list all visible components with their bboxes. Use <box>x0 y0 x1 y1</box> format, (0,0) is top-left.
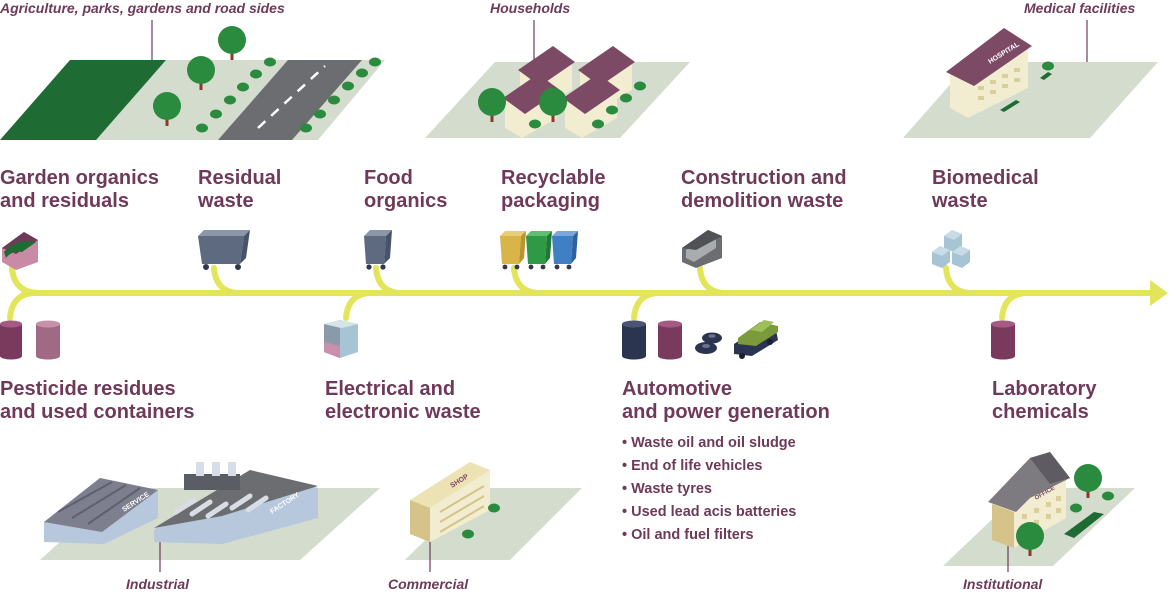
agriculture-scene <box>0 20 385 140</box>
barrel-icon <box>0 320 22 360</box>
category-automotive-power: Automotive and power generation <box>622 378 830 424</box>
box-icon <box>932 230 970 268</box>
category-biomedical-waste: Biomedical waste <box>932 167 1039 213</box>
institutional-scene: OFFICE <box>943 452 1135 572</box>
category-line: Food <box>364 167 413 189</box>
bush-icon <box>369 57 381 67</box>
category-line: Automotive <box>622 378 732 400</box>
timeline-arrowhead <box>1150 280 1168 306</box>
bush-icon <box>488 503 500 513</box>
automotive-items-list: Waste oil and oil sludge End of life veh… <box>622 434 796 549</box>
bush-icon <box>356 68 368 78</box>
tree-icon <box>218 26 246 60</box>
garden-skip-icon <box>2 232 38 270</box>
car-icon <box>734 320 778 359</box>
category-line: Pesticide residues <box>0 378 176 400</box>
source-agriculture: Agriculture, parks, gardens and road sid… <box>0 0 285 16</box>
bush-icon <box>634 81 646 91</box>
bush-icon <box>264 57 276 67</box>
bush-icon <box>592 119 604 129</box>
bush-icon <box>210 109 222 119</box>
bin-icon <box>198 230 250 270</box>
list-item: Waste tyres <box>622 480 796 503</box>
commercial-scene: SHOP <box>405 462 582 572</box>
factory-icon: SERVICE <box>44 478 158 544</box>
list-item: Used lead acis batteries <box>622 503 796 526</box>
category-line: and power generation <box>622 401 830 423</box>
category-line: organics <box>364 190 448 212</box>
source-medical: Medical facilities <box>1024 0 1136 16</box>
bush-icon <box>529 119 541 129</box>
list-item: Waste oil and oil sludge <box>622 434 796 457</box>
category-line: Biomedical <box>932 167 1039 189</box>
category-line: Laboratory <box>992 378 1097 400</box>
bush-icon <box>1070 503 1082 513</box>
bush-icon <box>1042 61 1054 71</box>
bush-icon <box>606 105 618 115</box>
factory-icon: FACTORY <box>154 462 318 544</box>
bush-icon <box>1102 491 1114 501</box>
barrel-icon <box>36 320 60 360</box>
category-garden-organics: Garden organics and residuals <box>0 167 159 213</box>
category-construction-demolition: Construction and demolition waste <box>681 167 847 213</box>
category-residual-waste: Residual waste <box>198 167 281 213</box>
bin-blue-icon <box>552 231 578 270</box>
barrel-icon <box>991 320 1015 360</box>
category-food-organics: Food organics <box>364 167 447 213</box>
category-electrical-electronic: Electrical and electronic waste <box>325 378 481 424</box>
barrel-icon <box>622 320 646 360</box>
source-institutional: Institutional <box>963 576 1043 592</box>
source-commercial: Commercial <box>388 576 469 592</box>
category-line: waste <box>198 190 254 212</box>
list-item: Oil and fuel filters <box>622 526 796 549</box>
industrial-scene: SERVICE FACTORY <box>40 462 380 572</box>
category-pesticide-residues: Pesticide residues and used containers <box>0 378 195 424</box>
timeline-arrow <box>7 265 1155 321</box>
list-item: End of life vehicles <box>622 457 796 480</box>
shop-icon: SHOP <box>410 462 490 542</box>
households-scene <box>425 20 690 138</box>
category-line: and residuals <box>0 190 129 212</box>
category-line: packaging <box>501 190 600 212</box>
bush-icon <box>250 69 262 79</box>
bush-icon <box>314 109 326 119</box>
source-industrial: Industrial <box>126 576 190 592</box>
bush-icon <box>300 123 312 133</box>
category-line: Electrical and <box>325 378 456 400</box>
skip-icon <box>682 230 722 268</box>
bush-icon <box>462 529 474 539</box>
hospital-icon: HOSPITAL <box>946 28 1032 118</box>
category-line: Construction and <box>681 167 847 189</box>
category-line: chemicals <box>992 401 1089 423</box>
category-line: Residual <box>198 167 282 189</box>
house-icon <box>563 74 620 138</box>
barrel-icon <box>658 320 682 360</box>
category-laboratory-chemicals: Laboratory chemicals <box>992 378 1096 424</box>
bush-icon <box>342 81 354 91</box>
tyre-icon <box>695 332 722 354</box>
bush-icon <box>224 95 236 105</box>
category-line: waste <box>932 190 988 212</box>
category-line: Garden organics <box>0 167 159 189</box>
bush-icon <box>237 82 249 92</box>
bush-icon <box>620 93 632 103</box>
category-line: Recyclable <box>501 167 606 189</box>
bush-icon <box>328 95 340 105</box>
medical-scene: HOSPITAL <box>903 20 1158 138</box>
category-recyclable-packaging: Recyclable packaging <box>501 167 606 213</box>
bin-green-icon <box>526 231 552 270</box>
category-line: and used containers <box>0 401 195 423</box>
category-line: demolition waste <box>681 190 844 212</box>
bush-icon <box>196 123 208 133</box>
electronics-icon <box>324 320 358 358</box>
source-households: Households <box>490 0 571 16</box>
category-line: electronic waste <box>325 401 481 423</box>
bin-icon <box>364 230 392 270</box>
bin-yellow-icon <box>500 231 526 270</box>
institution-icon: OFFICE <box>988 452 1070 548</box>
